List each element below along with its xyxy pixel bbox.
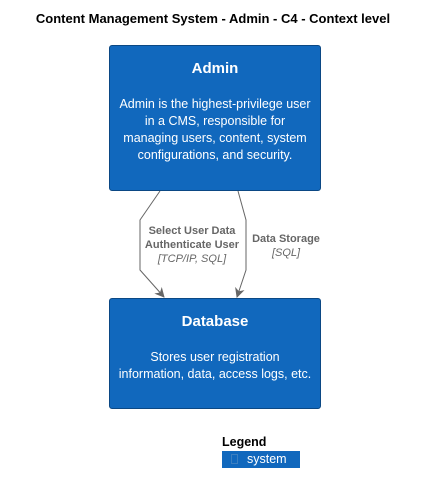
admin-node-title: Admin: [191, 60, 239, 77]
legend-item-system: system: [222, 451, 300, 468]
edge-label-line: Authenticate User: [144, 239, 240, 251]
edge-label-line: Select User Data: [148, 225, 236, 237]
legend: Legend system: [222, 435, 300, 468]
edge-label-line: Data Storage: [252, 233, 320, 245]
legend-swatch-icon: [231, 454, 238, 464]
database-node-description: Stores user registration information, da…: [118, 350, 312, 381]
edge-admin-to-database-1: [139, 190, 165, 298]
edge-label-select-authenticate: Select User Data Authenticate User [TCP/…: [136, 224, 248, 266]
edge-technology: [TCP/IP, SQL]: [157, 253, 227, 265]
admin-system-node[interactable]: Admin Admin is the highest-privilege use…: [109, 45, 321, 191]
edge-technology: [SQL]: [271, 247, 301, 259]
database-system-node[interactable]: Database Stores user registration inform…: [109, 298, 321, 409]
database-node-title: Database: [181, 313, 249, 330]
edge-label-data-storage: Data Storage [SQL]: [246, 232, 326, 260]
admin-node-description: Admin is the highest-privilege user in a…: [119, 97, 311, 162]
edge-admin-to-database-2: [235, 190, 247, 298]
legend-item-label: system: [247, 452, 287, 466]
legend-title: Legend: [222, 435, 267, 449]
diagram-title: Content Management System - Admin - C4 -…: [35, 11, 391, 26]
